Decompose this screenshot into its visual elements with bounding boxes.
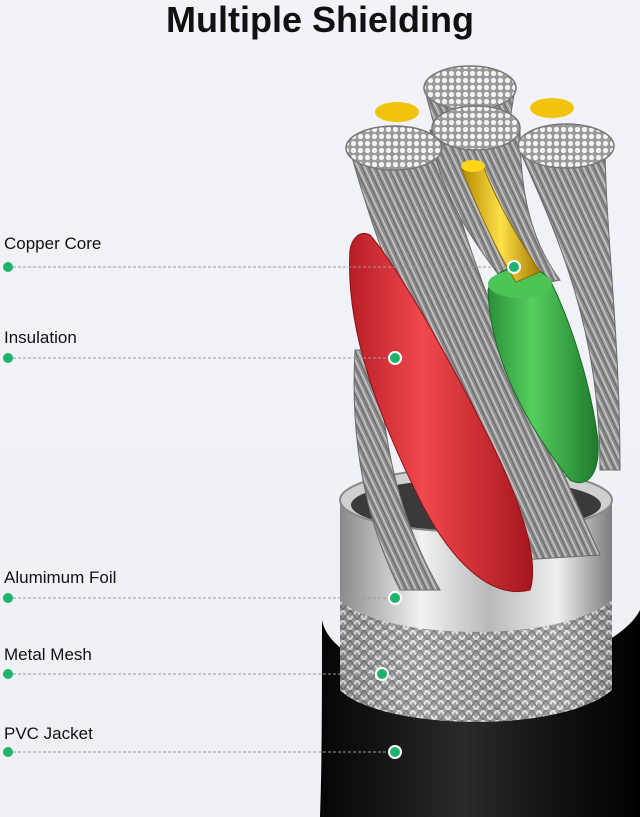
callout-label-aluminum-foil: Alumimum Foil [4,568,117,587]
callout-label-pvc-jacket: PVC Jacket [4,724,93,743]
strand-ends [345,65,615,171]
red-insulation-shape [349,233,534,592]
green-insulation-shape [487,266,599,483]
green-dot-icon [3,669,13,679]
callout-pvc-jacket-leader [3,745,402,759]
green-dot-icon [3,353,13,363]
callout-insulation-leader [3,351,402,365]
callout-label-metal-mesh: Metal Mesh [4,645,92,664]
copper-core-shape [375,98,574,283]
callout-label-copper-core: Copper Core [4,234,102,253]
callout-label-insulation: Insulation [4,328,77,347]
callout-aluminum-foil-leader [3,591,402,605]
callout-metal-mesh-leader [3,667,389,681]
page-title: Multiple Shielding [166,0,474,40]
green-dot-icon [3,262,13,272]
target-dot-icon [375,667,389,681]
green-dot-icon [3,747,13,757]
callout-copper-core-leader [3,260,521,274]
green-dot-icon [3,593,13,603]
target-dot-icon [507,260,521,274]
target-dot-icon [388,591,402,605]
target-dot-icon [388,745,402,759]
target-dot-icon [388,351,402,365]
